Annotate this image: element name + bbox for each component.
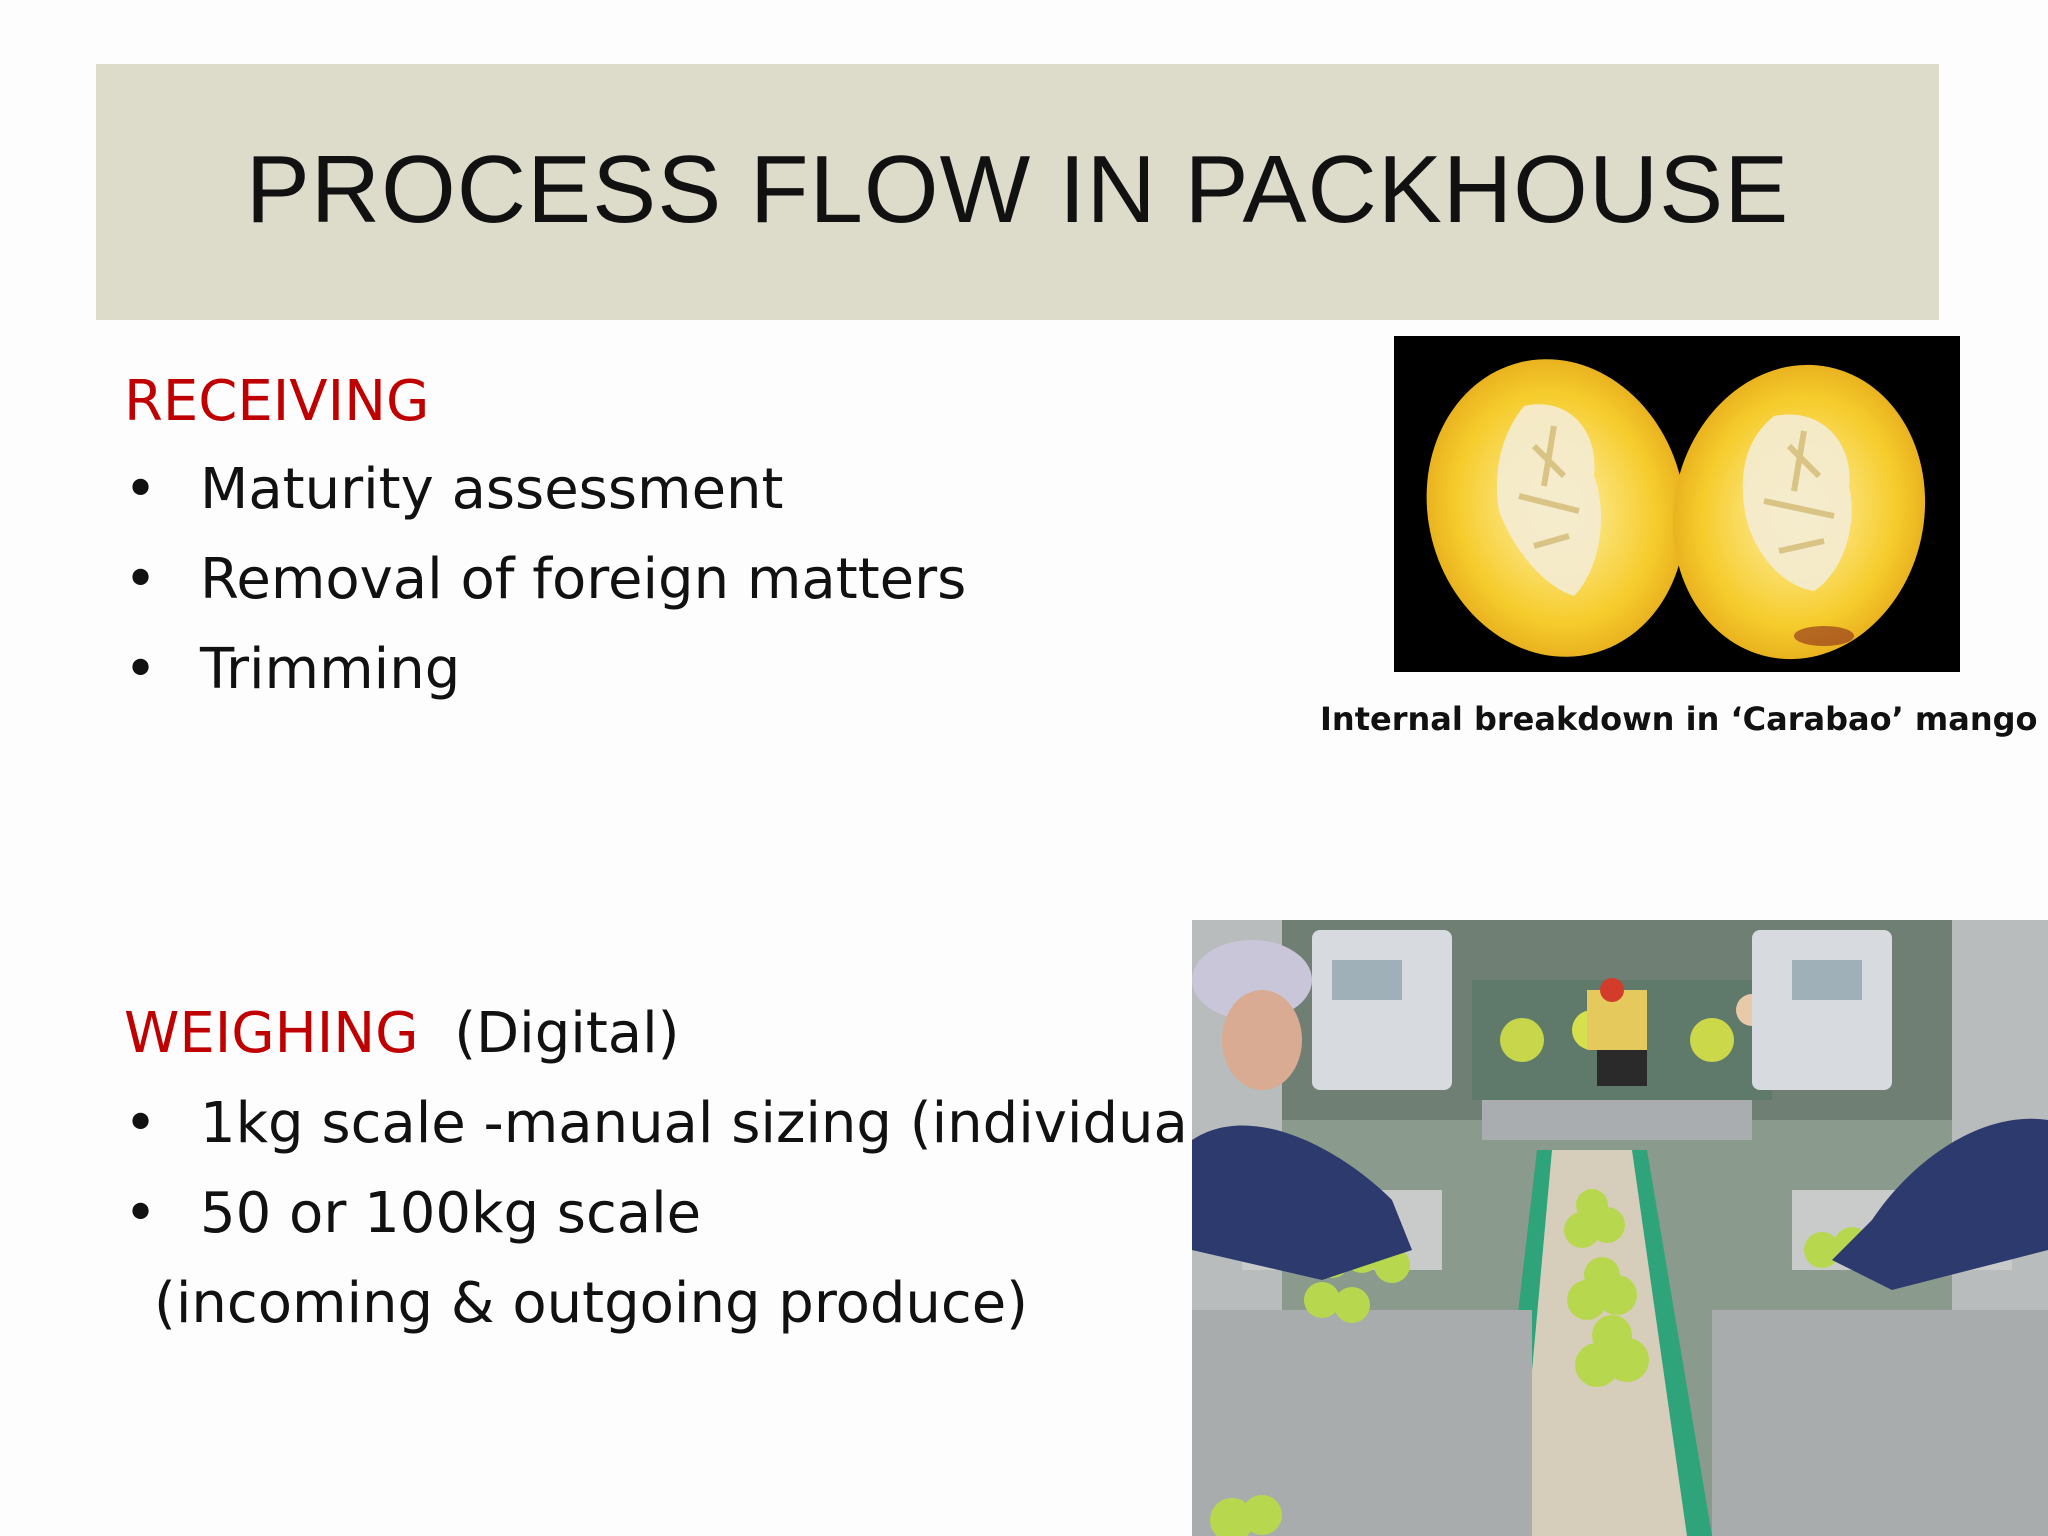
packing-line-illustration [1192, 920, 2048, 1536]
bullet-dot: • [124, 457, 158, 522]
bullet-dot: • [124, 1181, 158, 1246]
mango-photo-caption: Internal breakdown in ‘Carabao’ mango [1320, 700, 2038, 738]
weighing-heading-suffix: (Digital) [454, 1001, 680, 1066]
receiving-bullet-maturity: •Maturity assessment [124, 462, 784, 518]
slide-title: PROCESS FLOW IN PACKHOUSE [245, 136, 1790, 243]
weighing-continuation: (incoming & outgoing produce) [154, 1271, 1029, 1336]
receiving-heading: RECEIVING [124, 369, 430, 434]
weighing-heading: WEIGHING (Digital) [124, 1006, 680, 1062]
bullet-text: 1kg scale -manual sizing (individual) [200, 1091, 1226, 1156]
weighing-bullet-1kg: •1kg scale -manual sizing (individual) [124, 1096, 1225, 1152]
packing-line-photo [1192, 920, 2048, 1536]
bullet-dot: • [124, 637, 158, 702]
bullet-text: 50 or 100kg scale [200, 1181, 702, 1246]
bullet-dot: • [124, 1091, 158, 1156]
weighing-heading-label: WEIGHING [124, 1001, 419, 1066]
mango-illustration [1426, 359, 1926, 660]
bullet-text: Removal of foreign matters [200, 547, 967, 612]
title-bar: PROCESS FLOW IN PACKHOUSE [96, 64, 1939, 320]
bullet-text: Trimming [200, 637, 461, 702]
receiving-bullet-trimming: •Trimming [124, 642, 460, 698]
weighing-bullet-50-100kg: •50 or 100kg scale [124, 1186, 701, 1242]
bullet-text: Maturity assessment [200, 457, 784, 522]
receiving-bullet-foreign-matters: •Removal of foreign matters [124, 552, 966, 608]
mango-cross-section-photo [1394, 336, 1960, 672]
bullet-dot: • [124, 547, 158, 612]
